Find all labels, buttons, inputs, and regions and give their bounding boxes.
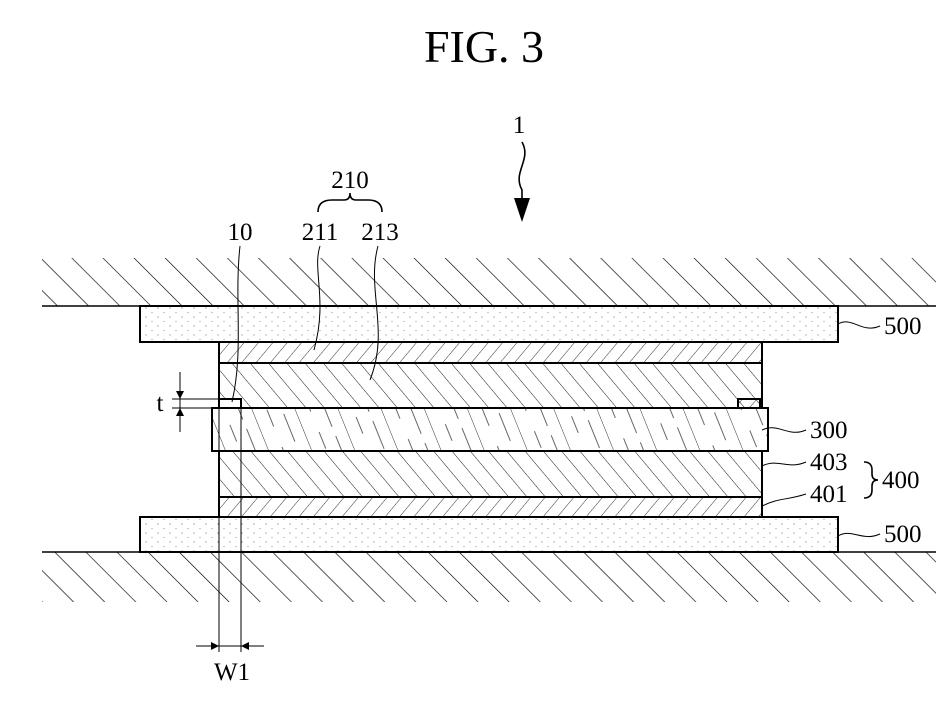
leader-403 bbox=[762, 462, 806, 466]
top-plate-500 bbox=[140, 306, 838, 342]
top-ground bbox=[42, 258, 936, 306]
layer-401 bbox=[219, 497, 762, 517]
label-211: 211 bbox=[302, 219, 339, 246]
layer-300 bbox=[212, 408, 768, 451]
leader-401 bbox=[762, 494, 806, 506]
bottom-plate-500 bbox=[140, 517, 838, 552]
label-1: 1 bbox=[513, 112, 526, 139]
figure-title: FIG. 3 bbox=[424, 21, 544, 72]
label-500-bottom: 500 bbox=[884, 521, 922, 548]
brace-400 bbox=[864, 462, 878, 498]
brace-210 bbox=[318, 193, 382, 212]
leader-500-top bbox=[838, 322, 880, 328]
label-401: 401 bbox=[810, 481, 848, 508]
label-403: 403 bbox=[810, 449, 848, 476]
label-500-top: 500 bbox=[884, 313, 922, 340]
leader-500-bottom bbox=[838, 533, 880, 536]
label-w1: W1 bbox=[214, 659, 250, 686]
arrow-head-icon bbox=[514, 198, 530, 222]
layer-403 bbox=[219, 451, 762, 497]
label-1-arrow bbox=[519, 142, 525, 206]
part-10-right bbox=[738, 399, 760, 408]
label-t: t bbox=[157, 390, 164, 417]
part-10-left bbox=[219, 399, 241, 408]
label-400: 400 bbox=[882, 467, 920, 494]
bottom-ground bbox=[42, 552, 936, 602]
layer-213 bbox=[219, 363, 762, 408]
label-210: 210 bbox=[331, 167, 369, 194]
label-213: 213 bbox=[361, 219, 399, 246]
label-10: 10 bbox=[228, 219, 253, 246]
label-300: 300 bbox=[810, 417, 848, 444]
layer-211 bbox=[219, 342, 762, 363]
